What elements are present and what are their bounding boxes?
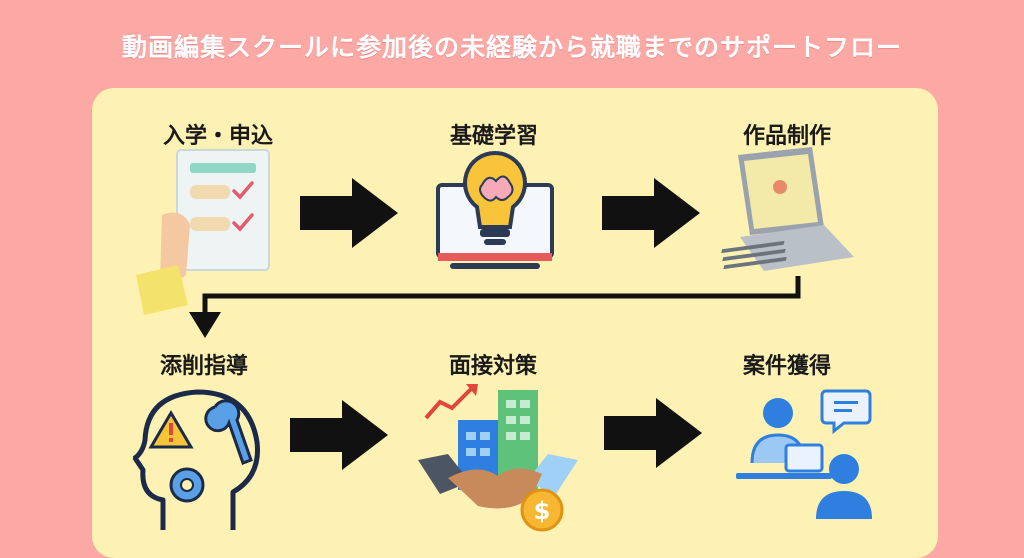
- arrow-right-icon: [300, 178, 398, 248]
- arrow-right-icon: [290, 400, 388, 470]
- step-label-job-acquisition: 案件獲得: [742, 354, 832, 379]
- page-title: 動画編集スクールに参加後の未経験から就職までのサポートフロー: [121, 33, 902, 62]
- step-label-interview-prep: 面接対策: [448, 354, 538, 379]
- handshake-business-icon: $: [418, 384, 578, 532]
- svg-text:$: $: [534, 497, 551, 525]
- application-form-icon: [136, 149, 270, 315]
- flow-connector: [189, 276, 801, 338]
- step-label-enrollment: 入学・申込: [162, 124, 274, 149]
- arrow-right-icon: [602, 178, 700, 248]
- lightbulb-brain-icon: [436, 150, 554, 269]
- step-label-review-guidance: 添削指導: [159, 354, 249, 379]
- laptop-icon: [721, 147, 854, 271]
- person-chat-icon: [736, 389, 872, 519]
- arrow-right-icon: [604, 398, 702, 468]
- head-warning-wrench-icon: [133, 389, 260, 530]
- step-label-work-production: 作品制作: [742, 124, 832, 149]
- step-label-basic-learning: 基礎学習: [449, 124, 539, 149]
